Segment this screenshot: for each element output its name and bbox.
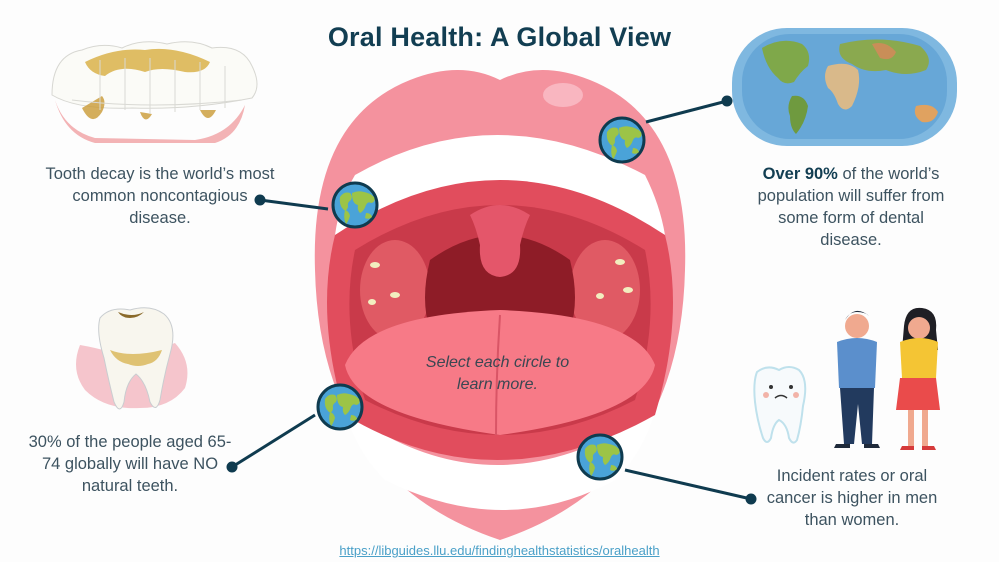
globe-icon [598, 116, 646, 164]
source-link[interactable]: https://libguides.llu.edu/findinghealths… [339, 543, 660, 558]
fact-oral-cancer: Incident rates or oral cancer is higher … [766, 467, 938, 529]
people-toothache-image [753, 307, 940, 450]
globe-button-tooth-decay[interactable] [331, 181, 379, 229]
world-map-image [732, 28, 957, 146]
connector-line-1 [259, 198, 329, 211]
fact-no-natural-teeth: 30% of the people aged 65-74 globally wi… [28, 433, 232, 495]
fact-highlight: Over 90% [762, 165, 838, 183]
instruction-text: Select each circle to learn more. [425, 354, 570, 393]
globe-button-dental-disease[interactable] [598, 116, 646, 164]
page-title: Oral Health: A Global View [327, 22, 672, 52]
connector-dot-1 [254, 194, 266, 206]
globe-button-oral-cancer[interactable] [576, 433, 624, 481]
sad-tooth-image [753, 366, 807, 444]
decayed-tooth-image [76, 307, 188, 410]
fact-dental-disease: Over 90% of the world’s population will … [746, 163, 956, 251]
globe-icon [316, 383, 364, 431]
globe-button-no-natural-teeth[interactable] [316, 383, 364, 431]
fact-body: of the world’s population will suffer fr… [757, 165, 945, 249]
mouth-illustration [314, 70, 686, 540]
connector-line-3 [231, 413, 316, 469]
connector-dot-2 [721, 95, 733, 107]
globe-icon [576, 433, 624, 481]
fact-tooth-decay: Tooth decay is the world’s most common n… [45, 165, 275, 227]
connector-line-2 [645, 99, 728, 124]
teeth-plaque-image [51, 41, 258, 143]
connector-dot-4 [745, 493, 757, 505]
connector-line-4 [624, 468, 752, 501]
connector-dot-3 [226, 461, 238, 473]
globe-icon [331, 181, 379, 229]
